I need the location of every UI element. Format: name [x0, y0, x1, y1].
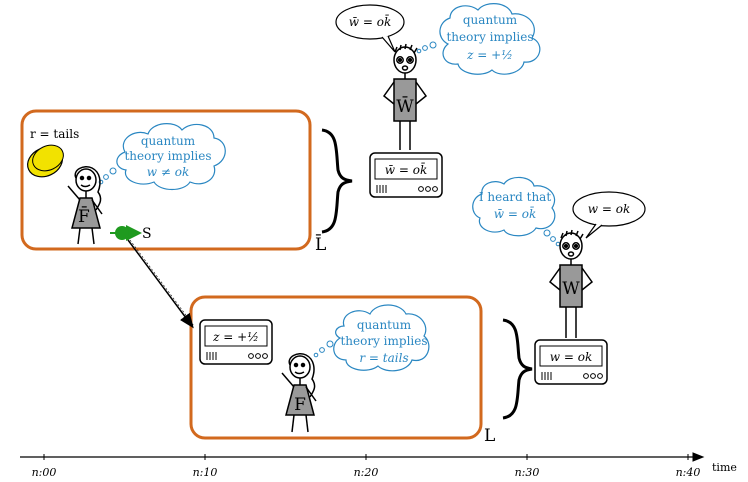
thought-wbar-line-2: theory implies: [446, 30, 533, 44]
thought-bubble-w: I heard that w̄ = ok̄: [472, 176, 561, 247]
lbar-brace: [321, 128, 353, 234]
thought-f-line-3: r = tails: [359, 351, 408, 365]
wigner-figure: [548, 229, 594, 338]
wigner-bar-figure: [382, 43, 428, 150]
wigner-device-text: w = ok: [550, 350, 592, 364]
spin-particle-icon: [110, 225, 142, 241]
lab-box-lbar: r = tails quantum theory implies w ≠ ok: [20, 109, 312, 251]
wigner-bar-group: w̄ = ok̄ quantum theory implies z = +½: [335, 3, 541, 198]
tick-label-3: n:30: [515, 466, 540, 479]
thought-wbar-line-3: z = +½: [466, 48, 513, 62]
thought-wbar-line-1: quantum: [463, 13, 518, 27]
spin-label: S: [142, 226, 152, 242]
thought-bubble-fbar: quantum theory implies w ≠ ok: [98, 123, 226, 191]
timeline-axis: n:00 n:10 n:20 n:30 n:40 time: [20, 452, 737, 479]
thought-fbar-line-1: quantum: [141, 134, 196, 148]
speech-wbar-text: w̄ = ok̄: [349, 13, 391, 29]
thought-fbar-line-3: w ≠ ok: [147, 165, 189, 179]
lab-box-l-label: L: [484, 426, 495, 446]
lab-l-device-text: z = +½: [212, 330, 259, 344]
wigner-bar-device: w̄ = ok̄: [369, 152, 443, 198]
wigner-group: I heard that w̄ = ok̄ w = ok W: [472, 176, 646, 385]
observer-f-figure: [281, 353, 317, 433]
tick-label-1: n:10: [193, 466, 218, 479]
wigner-bar-device-text: w̄ = ok̄: [385, 161, 427, 177]
speech-bubble-w: w = ok: [572, 191, 646, 239]
observer-fbar-figure: [67, 166, 103, 245]
wigner-label: W: [562, 279, 580, 299]
lab-box-l-frame: [189, 295, 483, 440]
observer-fbar-label: F̄: [78, 205, 90, 227]
thought-f-line-1: quantum: [357, 318, 412, 332]
l-brace: [502, 318, 533, 420]
lab-box-l: z = +½ quantum theory implies r = tails: [189, 295, 483, 440]
wigner-bar-label: W̄: [396, 95, 414, 117]
time-axis-label: time: [712, 461, 737, 474]
tick-label-0: n:00: [32, 466, 57, 479]
tick-label-2: n:20: [354, 466, 379, 479]
lab-box-lbar-frame: [20, 109, 312, 251]
coin-icon: [27, 144, 64, 178]
speech-w-text: w = ok: [588, 202, 630, 216]
thought-bubble-f: quantum theory implies r = tails: [313, 304, 430, 372]
thought-f-line-2: theory implies: [340, 334, 427, 348]
thought-bubble-wbar: quantum theory implies z = +½: [416, 3, 541, 75]
speech-bubble-wbar: w̄ = ok̄: [335, 4, 405, 53]
thought-w-line-1: I heard that: [479, 190, 551, 204]
transfer-arrow: [127, 239, 194, 329]
observer-f-label: F: [294, 395, 306, 415]
coin-outcome-text: r = tails: [30, 127, 79, 141]
lab-l-device: z = +½: [199, 319, 273, 365]
wigner-device: w = ok: [534, 339, 608, 385]
thought-w-line-2: w̄ = ok̄: [494, 205, 536, 221]
thought-fbar-line-2: theory implies: [124, 149, 211, 163]
tick-label-4: n:40: [676, 466, 701, 479]
lab-box-lbar-label: L̄: [315, 233, 326, 255]
